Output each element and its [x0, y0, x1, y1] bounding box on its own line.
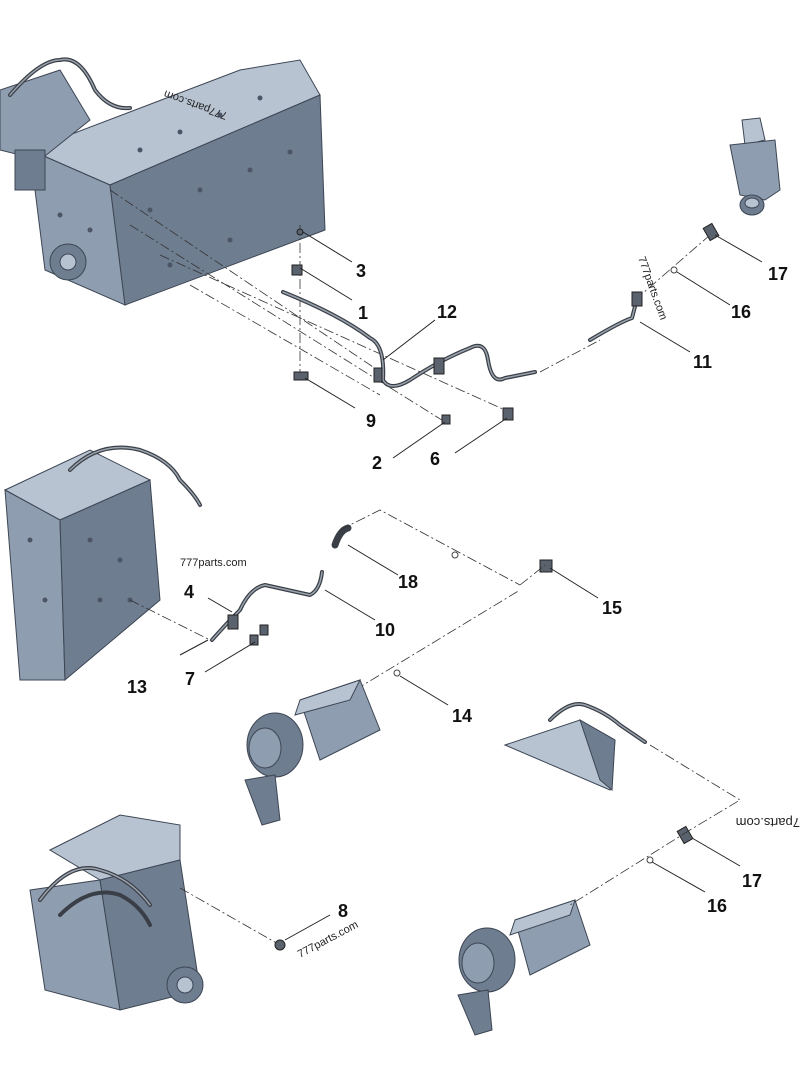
callout-10: 10 — [375, 620, 395, 640]
engine-top-bolts — [57, 95, 293, 268]
callout-3: 3 — [356, 261, 366, 281]
lower-leader-lines — [651, 837, 741, 893]
coolant-tube-assembly-top — [281, 290, 537, 388]
thermostat-housing-top — [729, 117, 781, 216]
callout-17-top: 17 — [768, 264, 788, 284]
coolant-tube-10 — [210, 570, 324, 642]
callout-8: 8 — [338, 901, 348, 921]
plate-lower-right — [503, 702, 647, 792]
small-parts-top — [291, 222, 720, 425]
callout-4: 4 — [184, 582, 194, 602]
coolant-tube-11 — [588, 291, 643, 342]
callout-7: 7 — [185, 669, 195, 689]
small-parts-middle — [227, 551, 553, 677]
engine-block-top — [0, 57, 326, 306]
callout-15: 15 — [602, 598, 622, 618]
callout-17-bottom: 17 — [742, 871, 762, 891]
drain-plug-8 — [179, 887, 331, 951]
engine-block-bottom — [29, 814, 204, 1011]
callout-9: 9 — [366, 411, 376, 431]
callout-labels: 3 1 12 9 2 6 11 16 17 4 13 7 18 10 15 14… — [127, 261, 788, 921]
callout-12: 12 — [437, 302, 457, 322]
middle-centerlines — [129, 509, 546, 691]
watermark-top-right: 777parts.com — [635, 255, 669, 322]
small-parts-lower — [646, 825, 694, 864]
callout-1: 1 — [358, 303, 368, 323]
watermark-lower-right: 7parts.com — [736, 815, 800, 830]
callout-11: 11 — [693, 352, 712, 372]
callout-13: 13 — [127, 677, 147, 697]
engine-block-middle — [3, 445, 202, 682]
top-leader-lines — [299, 231, 763, 459]
middle-leader-lines — [179, 544, 599, 706]
callout-2: 2 — [372, 453, 382, 473]
pump-assembly-lower — [457, 899, 591, 1036]
callout-18: 18 — [398, 572, 418, 592]
callout-16-bottom: 16 — [707, 896, 727, 916]
callout-6: 6 — [430, 449, 440, 469]
top-centerlines — [109, 189, 711, 423]
callout-14: 14 — [452, 706, 472, 726]
watermark-bottom: 777parts.com — [296, 919, 360, 961]
callout-16-top: 16 — [731, 302, 751, 322]
watermark-middle: 777parts.com — [180, 557, 247, 569]
pump-assembly-middle — [244, 679, 381, 826]
hose-18 — [331, 524, 352, 549]
lower-centerlines — [569, 744, 741, 906]
